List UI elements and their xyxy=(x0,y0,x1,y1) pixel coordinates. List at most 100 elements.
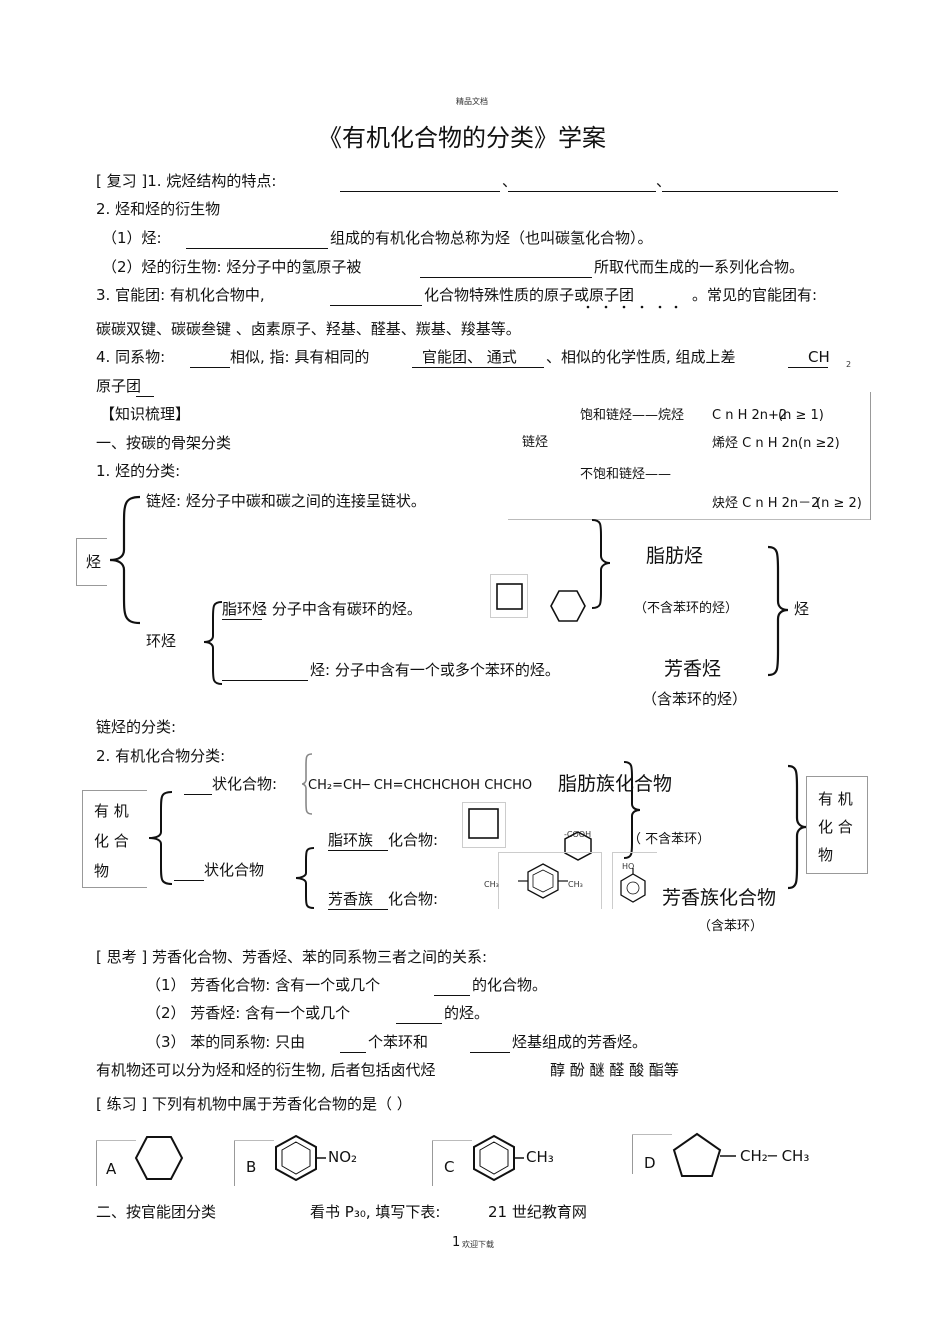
blank-1c[interactable] xyxy=(662,190,838,192)
aromatic-hydrocarbon: 芳香烃 xyxy=(664,658,722,680)
derivative-line: 有机物还可以分为烃和烃的衍生物, 后者包括卤代烃 xyxy=(96,1061,436,1079)
chain-classify: 链烃的分类: xyxy=(96,718,177,736)
option-c-group: CH₃ xyxy=(526,1148,554,1166)
thinking-q3b: 个苯环和 xyxy=(368,1033,429,1051)
blank-3[interactable] xyxy=(186,247,328,249)
alicyclic-definition: : 分子中含有碳环的烃。 xyxy=(262,600,422,618)
thinking-blank-3b[interactable] xyxy=(470,1051,510,1053)
derivative-list: 醇 酚 醚 醛 酸 酯等 xyxy=(550,1061,679,1079)
blank-4[interactable] xyxy=(420,276,592,278)
cooh-label: -COOH xyxy=(564,830,592,839)
blank-1a[interactable] xyxy=(340,190,500,192)
cyclic-label: 环烃 xyxy=(146,632,177,650)
aromatic-compound-label: 化合物: xyxy=(388,890,439,908)
thinking-q3c: 烃基组成的芳香烃。 xyxy=(512,1033,648,1051)
blank-7c[interactable] xyxy=(412,366,544,368)
alicyclic-compound-term: 脂环族 xyxy=(328,831,374,849)
cyclohexane-option-a-icon xyxy=(134,1136,184,1180)
no-benzene-ring-note: （ 不含苯环） xyxy=(628,832,711,847)
ethylcyclopentane-option-d-icon xyxy=(672,1132,736,1177)
organic-right-2: 化 合 xyxy=(818,818,853,836)
thinking-q1b: 的化合物。 xyxy=(472,976,548,994)
no-benzene-note: （不含苯环的烃） xyxy=(634,601,739,616)
review-line-7f: 2 xyxy=(846,360,852,369)
section-1-2: 2. 有机化合物分类: xyxy=(96,747,226,765)
nitrobenzene-option-b-icon xyxy=(275,1134,326,1182)
ch3-right: CH₃ xyxy=(568,880,583,889)
organic-brace xyxy=(148,791,173,885)
phenol-icon xyxy=(620,868,646,903)
blank-1b[interactable] xyxy=(508,190,656,192)
saturated-label: 饱和链烃——烷烃 xyxy=(580,408,685,423)
section-2: 二、按官能团分类 xyxy=(96,1203,217,1221)
chain-shape-label: 状化合物: xyxy=(212,775,278,793)
blank-7a[interactable] xyxy=(190,366,230,368)
blank-5[interactable] xyxy=(330,304,422,306)
organic-right-3: 物 xyxy=(818,846,834,864)
chain-shape-blank[interactable] xyxy=(184,793,212,795)
review-line-8: 原子团 xyxy=(96,377,142,395)
hydrocarbon-box xyxy=(76,538,107,586)
ring-shape-label: 状化合物 xyxy=(204,861,265,879)
option-a-label[interactable]: A xyxy=(106,1160,117,1178)
blank-8[interactable] xyxy=(136,395,154,397)
option-c-label[interactable]: C xyxy=(444,1158,455,1176)
aliphatic-brace xyxy=(591,519,611,609)
review-line-2: 2. 烃和烃的衍生物 xyxy=(96,200,221,218)
thinking-blank-3a[interactable] xyxy=(340,1051,366,1053)
alkyne-label: 炔烃 C n H 2n－2 xyxy=(712,496,820,511)
sep-1: 、 xyxy=(502,172,518,190)
toluene-option-c-icon xyxy=(473,1134,524,1182)
option-b-label[interactable]: B xyxy=(246,1158,257,1176)
organic-left-2: 化 合 xyxy=(94,832,129,850)
review-line-3a: （1）烃: xyxy=(102,229,162,247)
hydrocarbon-right-label: 烃 xyxy=(794,600,810,618)
review-line-3b: 组成的有机化合物总称为烃（也叫碳氢化合物）。 xyxy=(330,229,653,247)
option-b-top xyxy=(234,1140,274,1141)
with-benzene-note: （含苯环的烃） xyxy=(642,690,748,708)
compound-right-brace-2 xyxy=(787,764,807,890)
compound-right-brace-1 xyxy=(623,761,641,859)
aliphatic-hydrocarbon: 脂肪烃 xyxy=(646,545,704,567)
aliphatic-compound: 脂肪族化合物 xyxy=(558,773,673,795)
organic-left-box xyxy=(82,790,147,888)
option-b-group: NO₂ xyxy=(328,1148,358,1166)
header-note: 精品文档 xyxy=(456,97,488,106)
cyclic-brace xyxy=(203,601,223,685)
aromatic-compound-term: 芳香族 xyxy=(328,890,374,908)
review-line-7b: 相似, 指: 具有相同的 xyxy=(230,348,370,366)
organic-left-3: 物 xyxy=(94,862,110,880)
alkane-range: (n ≥ 1) xyxy=(778,408,824,423)
alkene-label: 烯烃 C n H 2n xyxy=(712,436,799,451)
option-a-border xyxy=(96,1140,97,1186)
page-number: 1 xyxy=(452,1235,461,1250)
review-line-7e: CH xyxy=(808,348,830,366)
option-d-border xyxy=(632,1134,633,1174)
aromatic-compound-underline xyxy=(328,908,388,910)
thinking-q3a: （3） 苯的同系物: 只由 xyxy=(146,1033,306,1051)
sep-2: 、 xyxy=(656,172,672,190)
aromatic-blank[interactable] xyxy=(222,679,308,681)
ch3-left: CH₃ xyxy=(484,880,499,889)
option-d-top xyxy=(632,1134,672,1135)
aromatic-definition: 烃: 分子中含有一个或多个苯环的烃。 xyxy=(310,661,560,679)
chain-examples-brace xyxy=(301,753,313,815)
option-d-label[interactable]: D xyxy=(644,1154,656,1172)
thinking-q2b: 的烃。 xyxy=(444,1004,490,1022)
ring-shape-blank[interactable] xyxy=(174,879,204,881)
thinking-blank-2[interactable] xyxy=(396,1022,442,1024)
thinking-head: [ 思考 ] 芳香化合物、芳香烃、苯的同系物三者之间的关系: xyxy=(96,948,488,966)
blank-7e[interactable] xyxy=(788,366,828,368)
alkane-formula: C n H 2n+2 xyxy=(712,408,788,423)
thinking-blank-1[interactable] xyxy=(434,994,470,996)
option-b-border xyxy=(234,1140,235,1186)
chain-box-bottom-border xyxy=(508,519,870,520)
ring-brace xyxy=(295,847,315,909)
thinking-q2a: （2） 芳香烃: 含有一个或几个 xyxy=(146,1004,351,1022)
section-1: 一、按碳的骨架分类 xyxy=(96,434,232,452)
p-xylene-icon xyxy=(518,863,568,899)
alicyclic-term: 脂环烃 xyxy=(222,600,268,618)
organic-left-1: 有 机 xyxy=(94,802,129,820)
exercise-question: [ 练习 ] 下列有机物中属于芳香化合物的是（ ） xyxy=(96,1095,412,1113)
footer-note: 欢迎下载 xyxy=(462,1240,494,1249)
